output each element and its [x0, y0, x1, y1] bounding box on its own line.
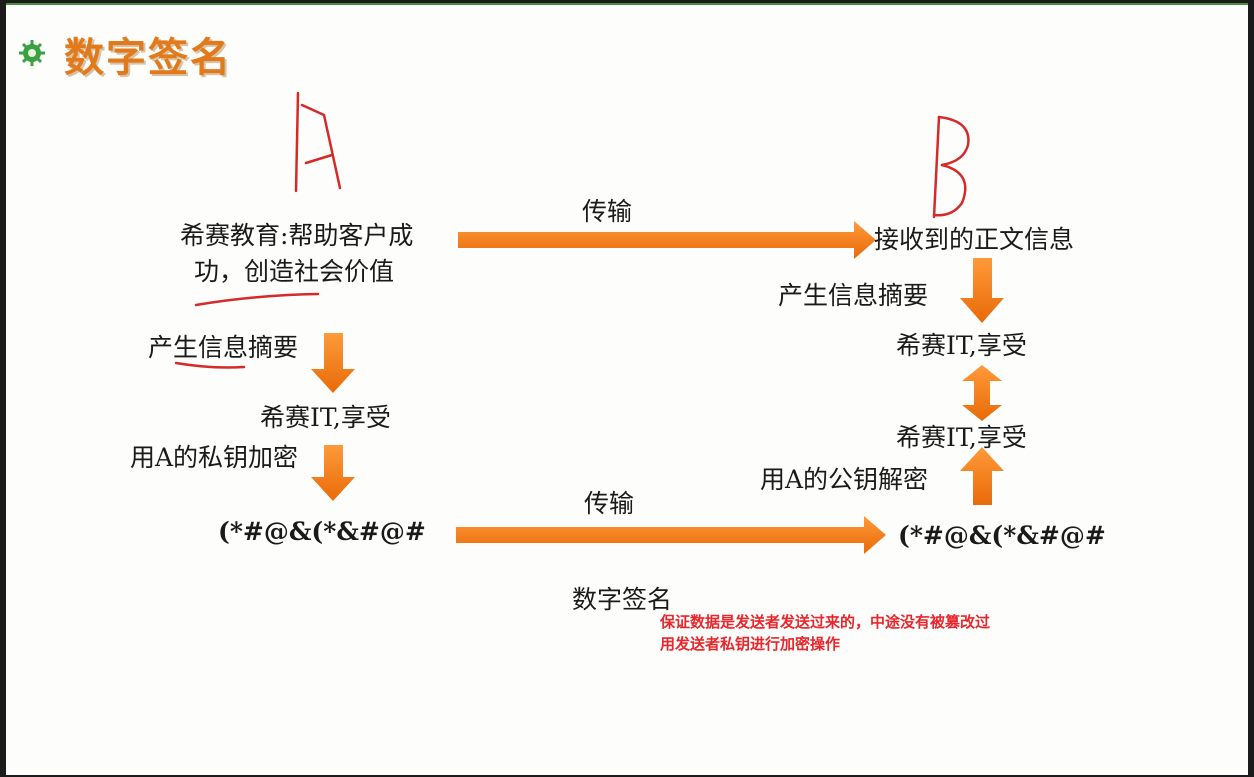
transfer-label-bottom: 传输	[584, 489, 635, 518]
down-arrow-left-2	[311, 445, 355, 501]
slide: 数字签名	[6, 3, 1248, 775]
down-arrow-right	[960, 258, 1004, 323]
underline-2	[174, 361, 246, 369]
handwritten-b	[932, 115, 970, 219]
sender-step-encrypt: 用A的私钥加密	[130, 443, 299, 472]
sender-step-digest: 产生信息摘要	[148, 333, 299, 362]
receiver-digest-computed: 希赛IT,享受	[896, 331, 1027, 360]
transfer-label-top: 传输	[582, 197, 633, 226]
handwritten-a	[294, 91, 342, 193]
gear-bullet-icon	[19, 40, 45, 66]
annotation-line-2: 用发送者私钥进行加密操作	[660, 635, 841, 653]
receiver-digest-decrypted: 希赛IT,享受	[896, 423, 1027, 452]
diagram-caption: 数字签名	[572, 585, 673, 614]
annotation: 保证数据是发送者发送过来的，中途没有被篡改过 用发送者私钥进行加密操作	[660, 611, 990, 655]
receiver-received: 接收到的正文信息	[874, 225, 1075, 254]
double-arrow-right	[962, 365, 1002, 421]
up-arrow-right	[960, 447, 1004, 505]
down-arrow-left-1	[311, 333, 355, 393]
annotation-line-1: 保证数据是发送者发送过来的，中途没有被篡改过	[660, 613, 991, 631]
sender-plaintext-line2: 功，创造社会价值	[194, 257, 395, 286]
diagram-graphics	[174, 91, 1004, 554]
slide-title: 数字签名	[64, 34, 232, 81]
sender-plaintext-line1: 希赛教育:帮助客户成	[180, 221, 414, 250]
sender-ciphertext: (*#@&(*&#@#	[218, 517, 426, 546]
sender-digest: 希赛IT,享受	[260, 403, 391, 432]
transfer-arrow-bottom	[456, 516, 886, 554]
receiver-step-decrypt: 用A的公钥解密	[760, 465, 929, 494]
transfer-arrow-top	[458, 221, 876, 259]
receiver-step-digest: 产生信息摘要	[778, 281, 929, 310]
underline-1	[194, 292, 320, 307]
receiver-ciphertext: (*#@&(*&#@#	[898, 521, 1106, 550]
